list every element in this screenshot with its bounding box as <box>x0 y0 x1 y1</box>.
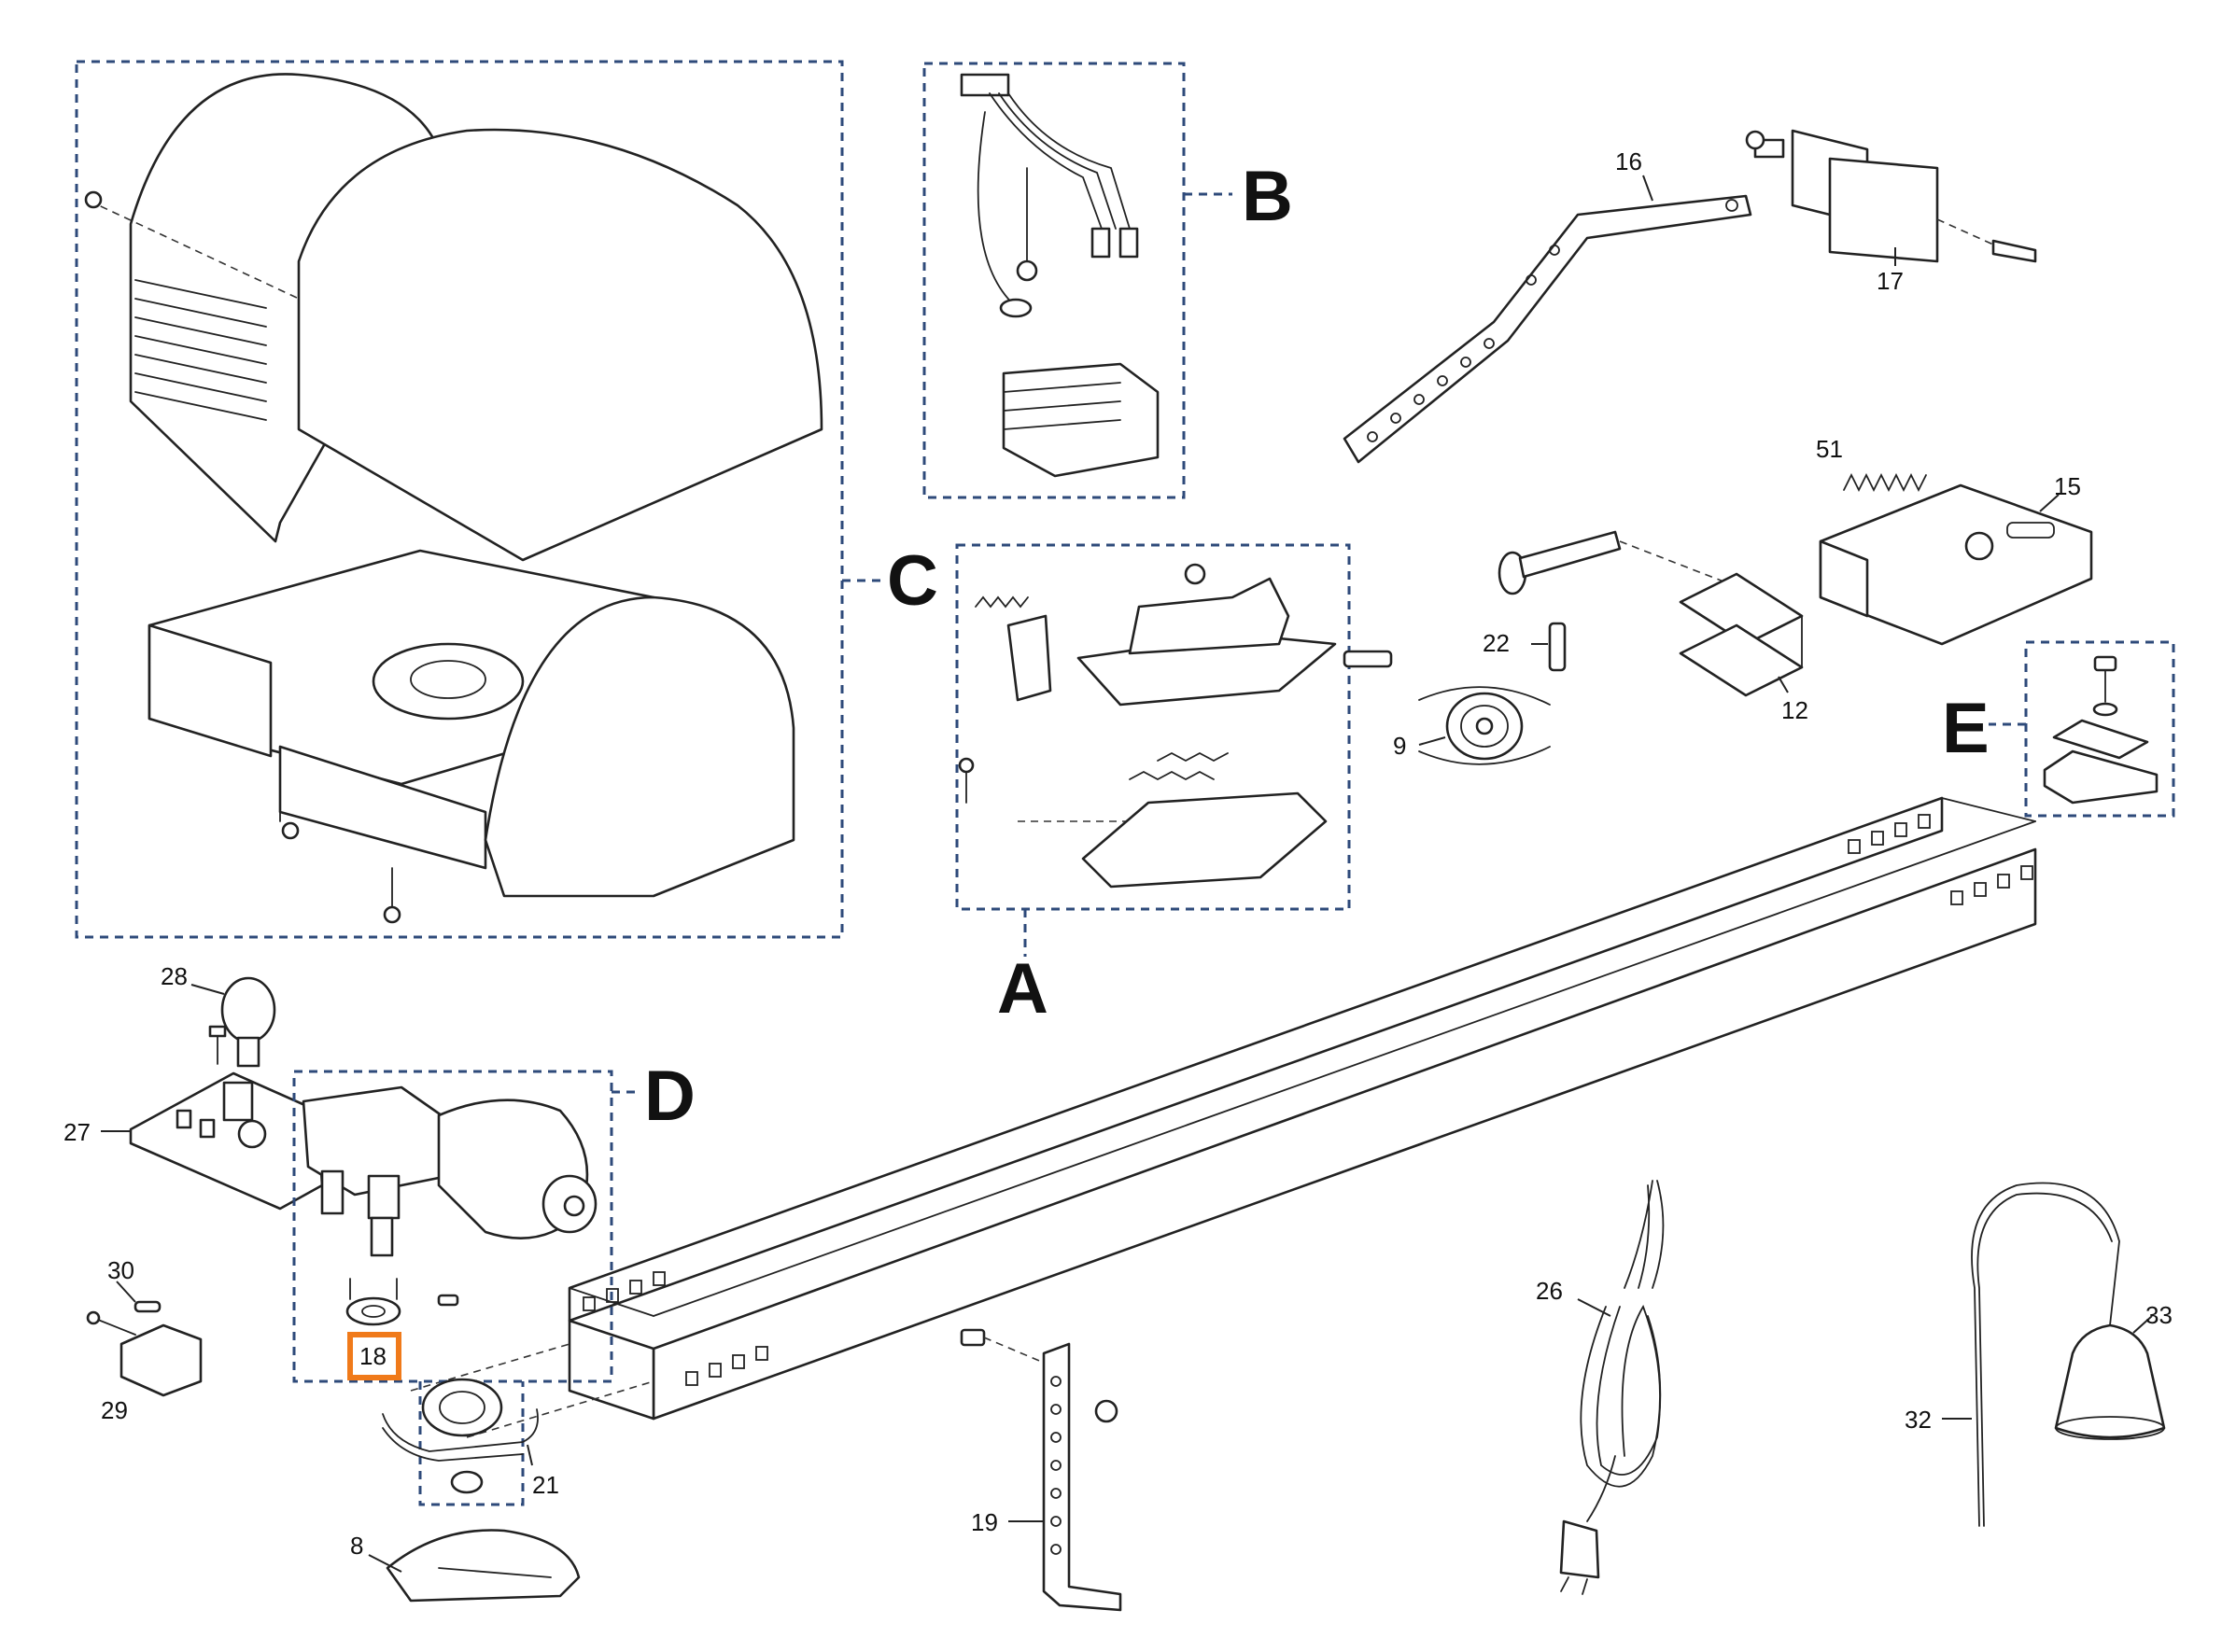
release-knob-illustration: 33 <box>2054 1301 2173 1440</box>
ceiling-hanger-illustration: 19 <box>960 1328 1122 1612</box>
group-e-box <box>2024 640 2175 818</box>
sprocket-cover-illustration: 8 <box>350 1529 581 1603</box>
section-label-e: E <box>1942 689 1990 768</box>
part-number-17: 17 <box>1877 267 1904 295</box>
transformer-illustration <box>960 73 1160 478</box>
section-label-a: A <box>997 949 1048 1029</box>
idler-sprocket-illustration: 9 <box>1393 686 1551 765</box>
part-number-22: 22 <box>1483 629 1510 657</box>
control-board-illustration: 27 <box>63 1071 324 1211</box>
rear-cover-illustration <box>84 73 823 562</box>
section-label-b: B <box>1242 157 1293 236</box>
base-and-front-cover-illustration <box>148 549 795 924</box>
part-number-32: 32 <box>1905 1406 1932 1434</box>
highlight-box-18 <box>347 1332 401 1380</box>
part-number-30: 30 <box>107 1256 134 1284</box>
power-cable-illustration: 26 <box>1536 1180 1665 1595</box>
part-number-9: 9 <box>1393 732 1406 760</box>
group-c-box <box>75 60 844 939</box>
tension-spring-illustration: 51 <box>1816 435 1927 493</box>
small-bracket-illustration <box>2043 655 2159 805</box>
group-a-carriage: A <box>955 543 1393 1029</box>
group-b-box <box>922 62 1186 499</box>
group-d-motor: D 18 <box>292 1057 696 1506</box>
connector-block-illustration: 29 <box>86 1310 203 1424</box>
part-number-21: 21 <box>532 1471 559 1499</box>
door-arm-illustration: 16 <box>1343 147 1752 464</box>
part-number-19: 19 <box>971 1508 998 1536</box>
group-b-transformer: B <box>922 62 1293 499</box>
part-number-29: 29 <box>101 1396 128 1424</box>
part-number-28: 28 <box>161 962 188 990</box>
part-number-27: 27 <box>63 1118 91 1146</box>
section-label-c: C <box>887 541 938 621</box>
part-number-26: 26 <box>1536 1277 1563 1305</box>
fuse-illustration: 30 <box>107 1256 162 1313</box>
part-number-16: 16 <box>1615 147 1642 175</box>
part-number-8: 8 <box>350 1532 363 1560</box>
part-number-33: 33 <box>2145 1301 2173 1329</box>
part-number-18: 18 <box>359 1342 387 1370</box>
bolt-illustration <box>1498 530 1765 598</box>
lamp-illustration: 28 <box>161 962 276 1068</box>
slide-bracket-illustration: 12 <box>1679 572 1808 724</box>
drive-sprocket-illustration: 21 <box>382 1378 559 1499</box>
part-number-51: 51 <box>1816 435 1843 463</box>
section-label-d: D <box>644 1057 696 1136</box>
carriage-illustration <box>958 563 1393 889</box>
release-cord-illustration: 32 <box>1905 1182 2120 1527</box>
rear-bracket-illustration: 15 <box>1819 472 2093 646</box>
part-number-12: 12 <box>1781 696 1808 724</box>
pin-illustration: 22 <box>1483 622 1567 672</box>
door-bracket-illustration: 17 <box>1745 129 2037 295</box>
group-e-bracket: E <box>1942 640 2175 818</box>
part-number-15: 15 <box>2054 472 2081 500</box>
gear-motor-illustration <box>302 1085 598 1326</box>
group-c-housing: C <box>75 60 938 939</box>
group-a-box <box>955 543 1351 911</box>
